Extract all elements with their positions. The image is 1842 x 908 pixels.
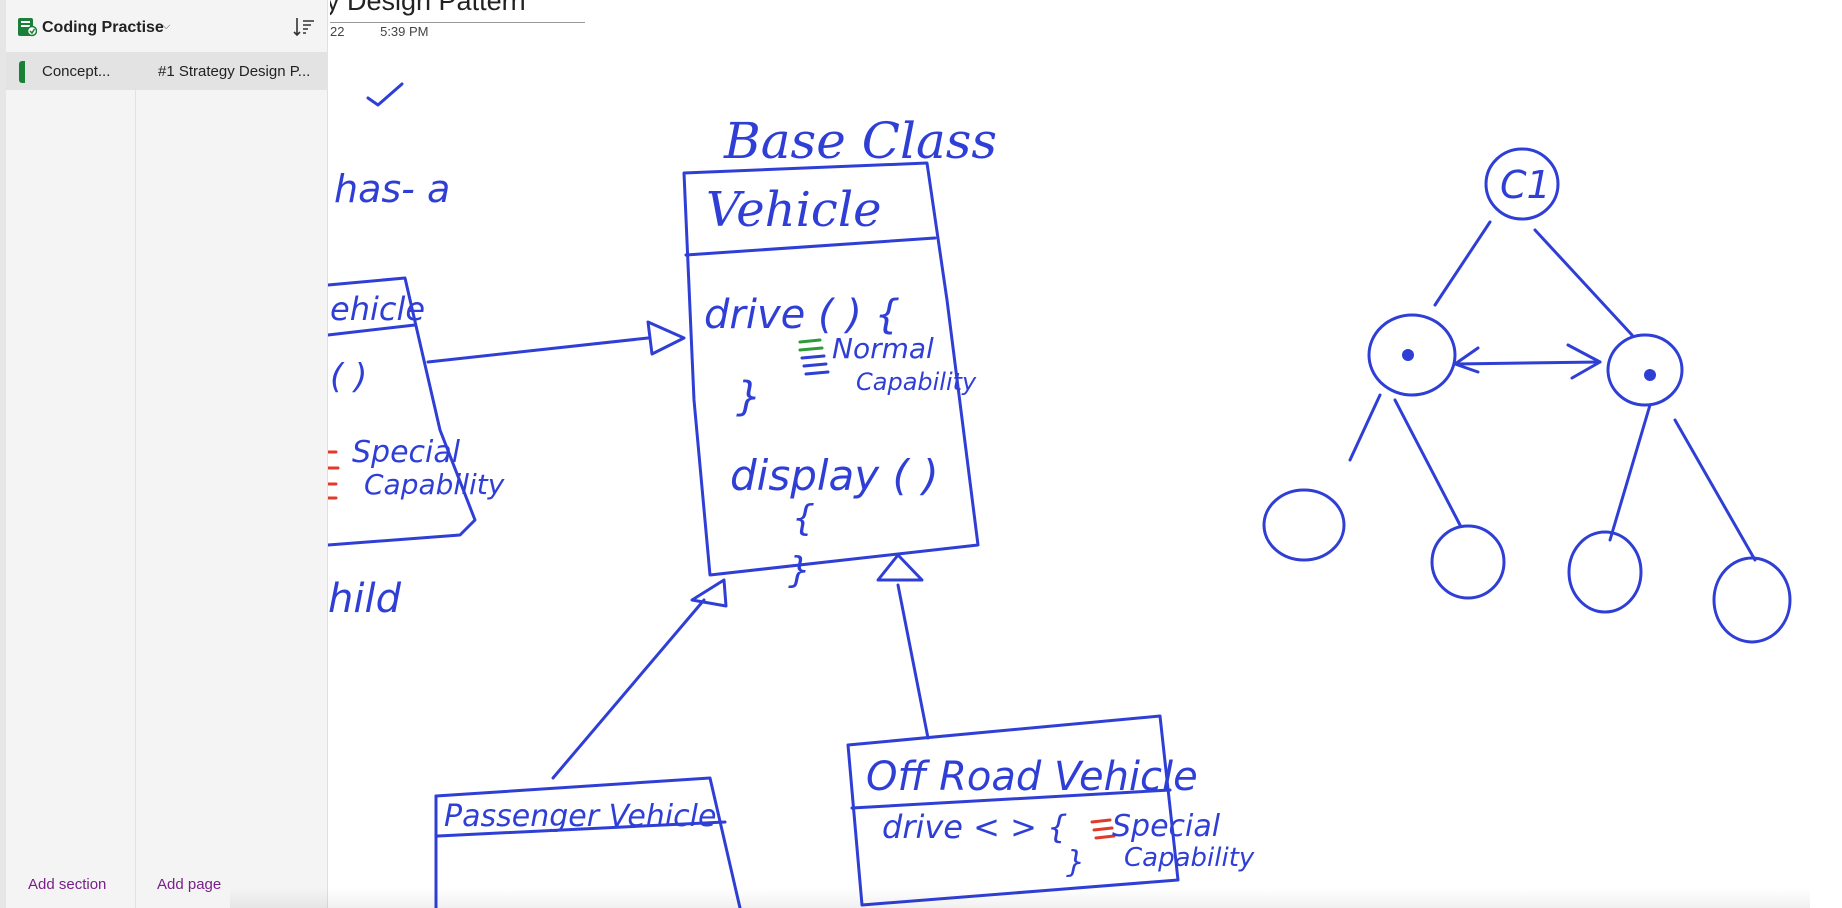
sort-icon[interactable] bbox=[292, 15, 316, 39]
onenote-notebook-icon bbox=[18, 18, 37, 37]
tree-edge-arrow-right bbox=[1566, 343, 1602, 380]
inherit-arrow-right-line bbox=[896, 583, 930, 740]
inherit-arrow-left-head bbox=[690, 578, 728, 608]
ink-vehicle-partial: ehicle bbox=[330, 290, 425, 328]
has-a-arrow-line bbox=[426, 336, 650, 364]
red-ink-mark-offroad bbox=[1090, 818, 1116, 840]
tree-edge-left-lr bbox=[1393, 398, 1462, 527]
offroad-class-box bbox=[846, 714, 1180, 907]
page-date: 22 bbox=[330, 24, 345, 39]
ink-display: display ( ) bbox=[730, 451, 939, 500]
offroad-class-divider bbox=[850, 788, 1172, 810]
tree-edge-root-left bbox=[1433, 220, 1492, 307]
add-page-button[interactable]: Add page bbox=[157, 876, 222, 893]
left-class-box bbox=[326, 276, 477, 547]
tree-right-node-dot bbox=[1644, 369, 1656, 381]
section-color-tab bbox=[19, 61, 25, 83]
inherit-arrow-left-line bbox=[551, 598, 706, 780]
ink-checkmark bbox=[366, 82, 404, 107]
tree-leaf-2 bbox=[1430, 524, 1506, 600]
ink-passenger: Passenger Vehicle bbox=[444, 799, 716, 834]
ink-offroad: Off Road Vehicle bbox=[866, 754, 1198, 800]
tree-right-node bbox=[1606, 333, 1684, 407]
page-item-label: #1 Strategy Design P... bbox=[158, 63, 311, 80]
has-a-arrow-head bbox=[646, 320, 686, 356]
blue-ink-mark bbox=[800, 354, 830, 376]
window-edge bbox=[0, 0, 6, 908]
ink-special-capability: Capability bbox=[364, 468, 505, 501]
tree-left-node bbox=[1367, 313, 1457, 397]
page-item-strategy-design[interactable]: #1 Strategy Design P... bbox=[136, 52, 328, 90]
tree-edge-root-right bbox=[1533, 228, 1634, 337]
ink-left-parens: ( ) bbox=[330, 357, 367, 397]
ink-offroad-special: Special bbox=[1112, 809, 1221, 844]
ink-drive-short: drive < > { bbox=[882, 808, 1067, 846]
passenger-class-divider bbox=[436, 820, 727, 838]
navigation-pane: Coding Practise ⌵ Concept... #1 Strategy… bbox=[6, 0, 328, 908]
left-class-divider bbox=[326, 323, 417, 337]
tree-left-node-dot bbox=[1402, 349, 1414, 361]
passenger-class-box bbox=[434, 776, 742, 908]
notebook-name: Coding Practise bbox=[42, 19, 164, 36]
vehicle-header-divider bbox=[684, 236, 937, 257]
notebook-switcher[interactable]: Coding Practise ⌵ bbox=[6, 0, 328, 52]
tree-edge-left-ll bbox=[1348, 393, 1382, 462]
tree-leaf-3 bbox=[1567, 530, 1643, 614]
tree-root-node bbox=[1484, 147, 1560, 221]
ink-capability: Capability bbox=[856, 368, 977, 396]
ink-vehicle: Vehicle bbox=[706, 182, 882, 238]
tree-edge-right-rr bbox=[1673, 418, 1757, 562]
ink-open-brace: { bbox=[792, 498, 815, 539]
vehicle-class-box bbox=[682, 161, 980, 577]
tree-leaf-1 bbox=[1262, 488, 1346, 562]
ink-has-a: has- a bbox=[334, 167, 450, 211]
ink-special: Special bbox=[352, 435, 461, 470]
ink-offroad-capability: Capability bbox=[1124, 843, 1255, 873]
page-datetime: 22 5:39 PM bbox=[330, 24, 429, 39]
ink-drive: drive ( ) { bbox=[704, 292, 900, 338]
ink-offroad-close-brace: } bbox=[1066, 845, 1085, 880]
pane-divider bbox=[135, 52, 136, 908]
inherit-arrow-right-head bbox=[876, 553, 924, 582]
ink-node-c1: C1 bbox=[1500, 163, 1551, 207]
green-ink-mark bbox=[798, 338, 824, 352]
tree-bidirectional-edge bbox=[1453, 360, 1602, 366]
ink-normal: Normal bbox=[832, 332, 934, 365]
page-title-text: y Design Pattern bbox=[330, 0, 526, 16]
tree-edge-right-rl bbox=[1608, 403, 1652, 542]
tree-leaf-4 bbox=[1712, 556, 1792, 644]
ink-base-class: Base Class bbox=[723, 112, 997, 170]
page-title[interactable]: y Design Pattern bbox=[330, 0, 585, 23]
section-item-label: Concept... bbox=[42, 63, 111, 80]
add-section-button[interactable]: Add section bbox=[28, 876, 107, 893]
ink-close-brace-1: } bbox=[736, 374, 761, 420]
page-time: 5:39 PM bbox=[380, 24, 429, 39]
red-ink-mark-left bbox=[326, 450, 340, 500]
ink-close-brace-2: } bbox=[788, 550, 811, 591]
chevron-down-icon[interactable]: ⌵ bbox=[162, 20, 171, 32]
tree-edge-arrow-left bbox=[1453, 346, 1480, 374]
page-bottom-shadow bbox=[230, 888, 1810, 908]
section-item-concepts[interactable]: Concept... bbox=[6, 52, 135, 90]
ink-child-partial: hild bbox=[328, 576, 402, 622]
